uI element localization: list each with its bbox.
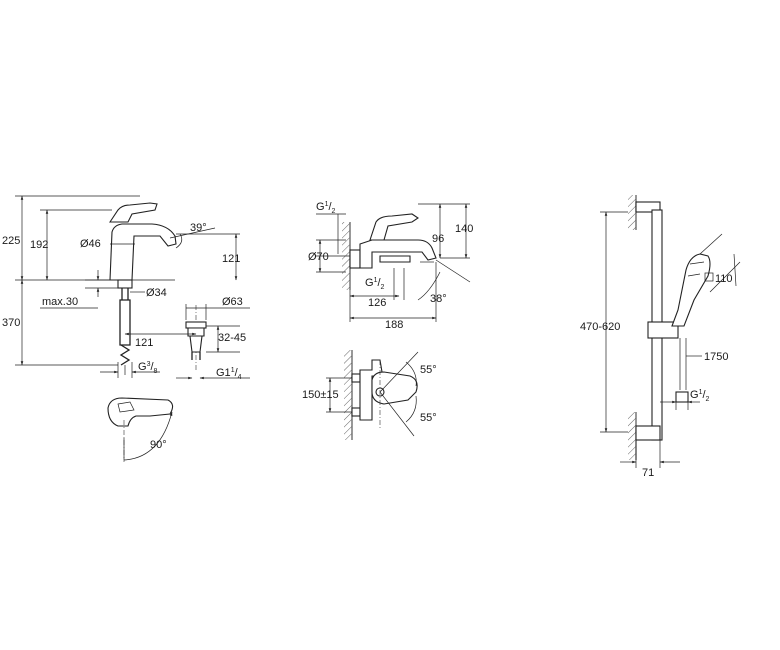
dim-diameter-63: Ø63 <box>222 296 243 308</box>
dim-96: 96 <box>432 233 444 245</box>
dim-max-30: max.30 <box>42 296 78 308</box>
angle-55-top: 55° <box>420 364 437 376</box>
hand-shower <box>671 253 711 327</box>
thread-mid-g1-2: G1/2 <box>365 277 385 291</box>
dim-225: 225 <box>2 235 20 247</box>
basin-mixer-lever <box>108 202 158 223</box>
dim-32-45: 32-45 <box>218 332 246 344</box>
dim-diameter-70: Ø70 <box>308 251 329 263</box>
dim-192: 192 <box>30 239 48 251</box>
dim-121-height: 121 <box>222 253 240 265</box>
dim-370: 370 <box>2 317 20 329</box>
bath-mixer-side-view: G1/2 140 96 Ø70 G1/2 126 38° 188 <box>308 201 473 331</box>
angle-90: 90° <box>150 439 167 451</box>
thread-g3-8: G3/8 <box>138 361 158 375</box>
bath-mixer-front-view: 55° 55° 150±15 <box>302 350 437 440</box>
dim-470-620: 470-620 <box>580 321 620 333</box>
dim-150-15: 150±15 <box>302 389 339 401</box>
angle-55-bottom: 55° <box>420 412 437 424</box>
bath-mixer-body <box>359 239 437 269</box>
basin-mixer-top-lever <box>107 397 174 427</box>
dim-angle-39: 39° <box>190 222 207 234</box>
basin-mixer-top-view: 90° <box>107 397 174 462</box>
thread-shower-g1-2: G1/2 <box>690 389 710 403</box>
thread-top-g1-2: G1/2 <box>316 201 336 215</box>
dim-188: 188 <box>385 319 403 331</box>
dim-diameter-34: Ø34 <box>146 287 167 299</box>
shower-slider <box>647 321 679 339</box>
dim-140: 140 <box>455 223 473 235</box>
dim-1750: 1750 <box>704 351 728 363</box>
dim-110: 110 <box>715 273 733 285</box>
dim-126: 126 <box>368 297 386 309</box>
basin-mixer-body <box>109 223 177 281</box>
dim-121-width: 121 <box>135 337 153 349</box>
thread-g1-1-4: G11/4 <box>216 367 242 381</box>
dim-angle-38: 38° <box>430 293 447 305</box>
basin-mixer-side-view: 225 192 Ø46 39° 121 Ø34 max.30 370 <box>2 195 240 378</box>
dim-diameter-46: Ø46 <box>80 238 101 250</box>
pop-up-waste: Ø63 121 32-45 G11/4 <box>124 296 250 381</box>
dim-71: 71 <box>642 467 654 479</box>
shower-rail-set: 110 470-620 1750 G1/2 71 <box>580 195 741 479</box>
bath-mixer-lever <box>369 213 419 241</box>
